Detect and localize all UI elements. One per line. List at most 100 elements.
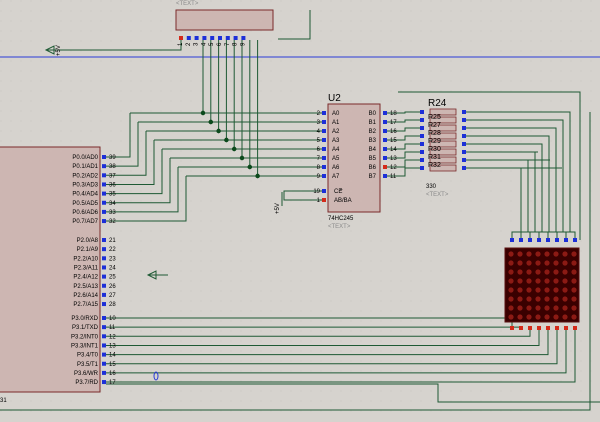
wire-p3-to-matrix	[106, 330, 558, 365]
u2-a-pin-number: 8	[317, 165, 321, 171]
junctions	[200, 110, 260, 179]
mcu-pin-number: 10	[109, 316, 116, 322]
led	[508, 305, 514, 311]
wire-u2-to-res	[387, 159, 420, 168]
u2-b-pin-marker	[383, 156, 387, 160]
led-top-pin	[555, 238, 559, 242]
wire-u2-to-res	[387, 127, 420, 132]
mcu-pin-number: 32	[109, 219, 116, 225]
led-bottom-pin	[528, 326, 532, 330]
u2-a-pin-number: 5	[317, 138, 321, 144]
led	[571, 278, 577, 284]
u2-a-pin-marker	[322, 147, 326, 151]
led	[526, 287, 532, 293]
led	[562, 260, 568, 266]
mcu-pin-marker	[102, 380, 106, 385]
wire-top-right	[398, 91, 581, 240]
wire-p3-to-matrix	[106, 330, 576, 383]
led	[544, 296, 550, 302]
mcu-pin-marker	[102, 361, 106, 366]
mcu-pin-name: P0.3/AD3	[72, 182, 98, 188]
led	[571, 314, 577, 320]
mcu-pin-marker	[102, 265, 106, 270]
resistor-pin-left	[420, 142, 424, 146]
connector-pin-4	[202, 36, 207, 40]
wire-p0-rise	[106, 122, 139, 167]
mcu-pin-name: P3.3/INT1	[71, 343, 99, 349]
mcu-pin-name: P3.6/WR	[74, 371, 99, 377]
led-matrix[interactable]	[504, 238, 580, 330]
connector-pin-7	[225, 36, 230, 40]
resistor-pin-left	[420, 166, 424, 170]
resistor-pin-left	[420, 126, 424, 130]
mcu-pin-number: 21	[109, 238, 116, 244]
connector-pin-1	[179, 36, 183, 40]
u2-placeholder: <TEXT>	[328, 224, 351, 230]
u2-body[interactable]	[327, 103, 381, 213]
led	[517, 287, 523, 293]
u2-b-pin-name: B0	[369, 111, 377, 117]
u2-dir-pin-marker	[322, 198, 326, 202]
mcu-pin-name: P2.2/A10	[73, 256, 98, 262]
wire-p0-rise	[106, 140, 155, 185]
connector-pin-2	[186, 36, 191, 40]
wire-right-border	[0, 112, 591, 411]
resistor-placeholder: <TEXT>	[426, 192, 449, 198]
connector-pin-8	[233, 36, 238, 40]
resistor-ref: R29	[428, 138, 441, 145]
mcu-pin-number: 13	[109, 343, 116, 349]
junction-dot	[216, 128, 221, 134]
power-symbol-u2: +5V	[275, 192, 283, 214]
connector-pin-3	[194, 36, 199, 40]
connector-pin-number: 5	[209, 42, 215, 46]
power-symbol-mid	[146, 270, 168, 280]
u2-a-pin-marker	[322, 138, 326, 142]
mcu-pin-name: P0.5/AD5	[72, 201, 98, 207]
resistor-body	[429, 116, 457, 124]
u2-b-pin-marker	[383, 165, 387, 169]
mcu-corner-label: 31	[0, 398, 7, 404]
mcu-pin-number: 12	[109, 334, 116, 340]
mcu-pin-marker	[102, 292, 106, 297]
led	[562, 251, 568, 257]
u2-a-pin-number: 4	[317, 129, 321, 135]
mcu-pin-number: 37	[109, 173, 116, 179]
resistor-pin-right	[462, 126, 466, 130]
mcu-pin-number: 35	[109, 192, 116, 198]
led-matrix-body[interactable]	[504, 247, 580, 323]
wire-u2-to-res	[387, 135, 420, 141]
resistor-body	[429, 164, 457, 172]
connector-body[interactable]	[175, 9, 274, 31]
led	[535, 314, 541, 320]
led	[562, 287, 568, 293]
mcu-body[interactable]	[0, 146, 101, 393]
resistor-pin-right	[462, 118, 466, 122]
mcu-pin-number: 38	[109, 164, 116, 170]
mcu-pin-marker	[102, 200, 106, 205]
led	[517, 314, 523, 320]
mcu-pin-number: 23	[109, 256, 116, 262]
mcu-pin-marker	[102, 352, 106, 357]
led	[517, 278, 523, 284]
led-bottom-pin	[564, 326, 568, 330]
mcu-pin-name: P2.6/A14	[73, 293, 98, 299]
led	[553, 305, 559, 311]
led-bottom-pin	[546, 326, 550, 330]
connector-pin-number: 1	[178, 42, 184, 46]
led	[535, 278, 541, 284]
u2-b-pin-number: 17	[390, 120, 397, 126]
u2-b-pin-marker	[383, 147, 387, 151]
mcu-pin-number: 39	[109, 155, 116, 161]
led	[562, 269, 568, 275]
mcu-pin-number: 25	[109, 275, 116, 281]
led	[517, 269, 523, 275]
probe-symbol	[153, 371, 159, 381]
u2-a-pin-name: A3	[332, 138, 340, 144]
